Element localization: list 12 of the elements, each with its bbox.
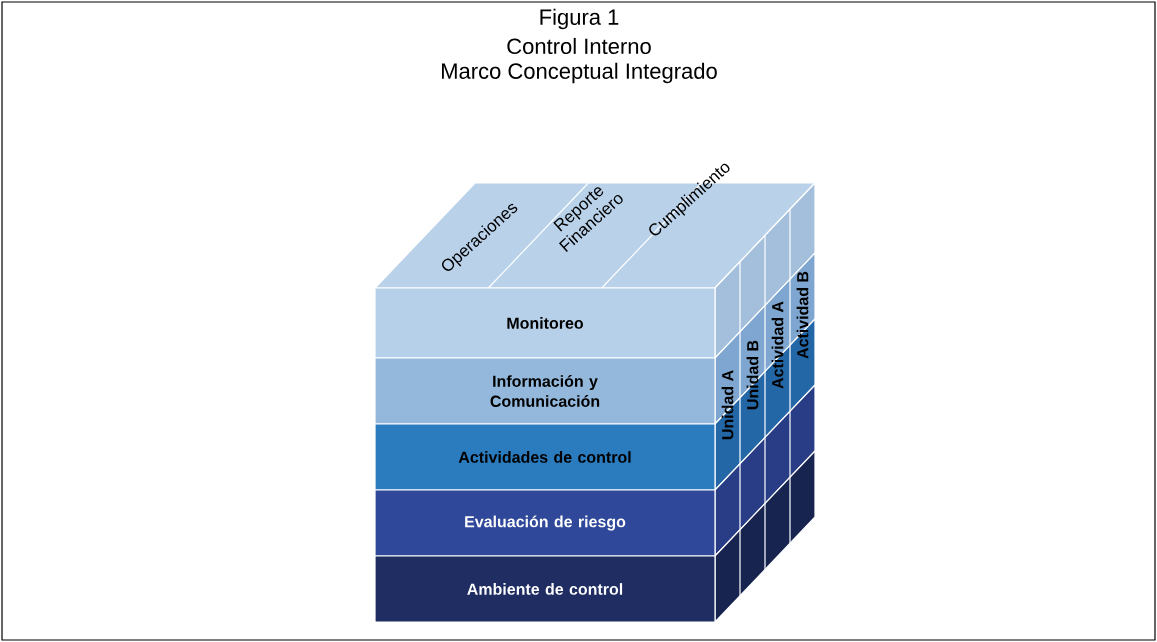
unit-label: Unidad A (721, 370, 734, 440)
unit-label: Actividad A (771, 301, 784, 389)
title: Control Interno (507, 37, 651, 55)
layer-band: Información y Comunicación (374, 357, 716, 425)
title: Marco Conceptual Integrado (442, 62, 717, 84)
title: Figura 1 (540, 8, 619, 30)
unit-label: Actividad B (796, 271, 809, 359)
layer-band: Ambiente de control (374, 555, 716, 623)
unit-label: Unidad B (746, 340, 759, 410)
layer-band: Evaluación de riesgo (374, 489, 716, 557)
layer-band: Monitoreo (374, 287, 716, 359)
layer-band: Actividades de control (374, 423, 716, 491)
